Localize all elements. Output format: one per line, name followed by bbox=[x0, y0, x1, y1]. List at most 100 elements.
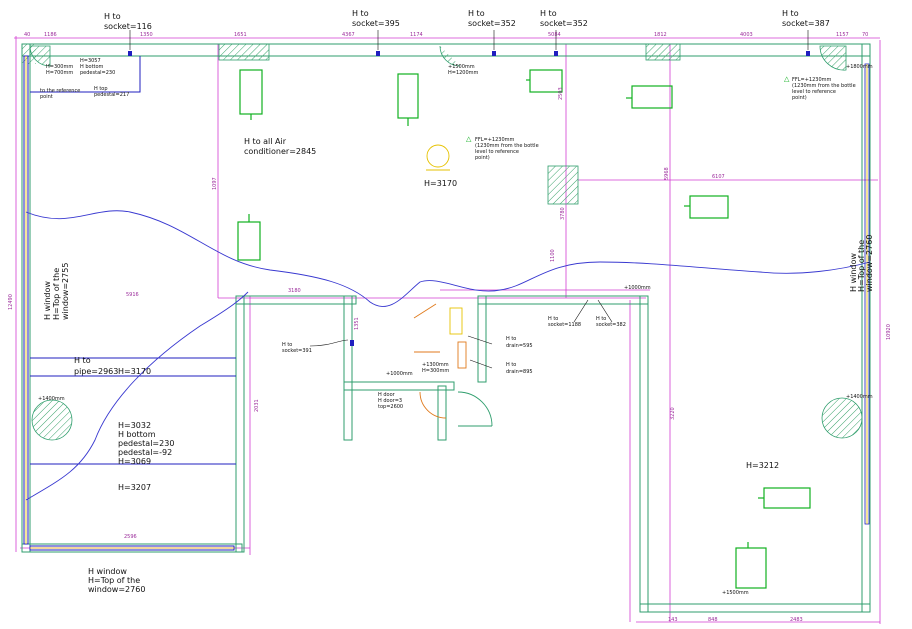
mm-tag-g: +1400mm bbox=[846, 394, 873, 400]
ac-label-line1: H to all Air bbox=[244, 137, 287, 146]
mm-tags: +1000mm +1300mm H=300mm +1500mm H=1200mm… bbox=[38, 64, 873, 596]
top-label-2-line2: socket=395 bbox=[352, 19, 400, 28]
right-window-line1: H window bbox=[849, 253, 858, 292]
mm-tag-f: +1800mm bbox=[846, 64, 873, 70]
mm-tag-g-left: +1400mm bbox=[38, 396, 65, 402]
ffl-right-line4: point) bbox=[792, 95, 807, 101]
hatched-columns bbox=[22, 43, 681, 205]
mm-tag-c: H=300mm bbox=[422, 368, 449, 374]
top-dimension-texts: 40 1186 1350 1651 4367 1174 5084 1812 40… bbox=[24, 32, 868, 38]
bottom-dimension-texts: 143 848 2483 bbox=[668, 617, 803, 623]
h-3170-center: H=3170 bbox=[424, 179, 457, 188]
door-note-line2: H door=3 bbox=[378, 398, 402, 404]
top-dim-5: 4367 bbox=[342, 32, 355, 38]
ref-line-c: H top bbox=[94, 86, 108, 92]
ffl-center-line3: level to reference bbox=[475, 149, 519, 155]
dim-1100: 1100 bbox=[550, 249, 556, 262]
walls bbox=[21, 43, 871, 613]
note-h-tag2: H=700mm bbox=[46, 70, 73, 76]
ffl-right-line2: (1230mm from the bottle bbox=[792, 83, 856, 89]
dim-1351: 1351 bbox=[354, 317, 360, 330]
top-label-5-line2: socket=387 bbox=[782, 19, 830, 28]
note-h-tag: H=300mm bbox=[46, 64, 73, 70]
top-dim-10: 1157 bbox=[836, 32, 849, 38]
note-h-bottom: H bottom bbox=[80, 64, 104, 70]
top-dim-2: 1186 bbox=[44, 32, 57, 38]
pipe-line2: pipe=2963 bbox=[74, 367, 118, 376]
drain-895-line2: drain=895 bbox=[506, 369, 533, 375]
section-cut-curve bbox=[25, 210, 871, 307]
mm-tag-a: +1000mm bbox=[386, 371, 413, 377]
ffl-center-line1: FFL=+1230mm bbox=[475, 137, 515, 143]
bottom-window-line3: window=2760 bbox=[88, 585, 145, 594]
socket-391-line2: socket=391 bbox=[282, 348, 312, 354]
socket-notes: H to socket=391 H to socket=1188 H to so… bbox=[282, 316, 626, 410]
left-top-note: H=3057 H bottom pedestal=230 H=300mm H=7… bbox=[40, 58, 129, 100]
pedestal-note: H=3032 H bottom pedestal=230 pedestal=-9… bbox=[118, 421, 174, 466]
ffl-center-line4: point) bbox=[475, 155, 490, 161]
drain-895-line1: H to bbox=[506, 362, 516, 368]
bottom-dim-3: 2483 bbox=[790, 617, 803, 623]
round-columns bbox=[29, 45, 863, 441]
ffl-right-line3: level to reference bbox=[792, 89, 836, 95]
top-label-3-line2: socket=352 bbox=[468, 19, 516, 28]
pedestal-l3: pedestal=230 bbox=[118, 439, 174, 448]
top-dim-3: 1350 bbox=[140, 32, 153, 38]
h-3212: H=3212 bbox=[746, 461, 779, 470]
bottom-dim-1: 143 bbox=[668, 617, 678, 623]
dim-3780: 3780 bbox=[560, 207, 566, 220]
pipe-label: H to pipe=2963 H=3170 bbox=[74, 356, 151, 376]
note-h3057: H=3057 bbox=[80, 58, 101, 64]
top-dim-8: 1812 bbox=[654, 32, 667, 38]
top-dim-1: 40 bbox=[24, 32, 30, 38]
socket-markers bbox=[128, 51, 810, 346]
socket-382-line2: socket=382 bbox=[596, 322, 626, 328]
ffl-triangle-icon: △ bbox=[466, 135, 472, 143]
top-label-1-line1: H to bbox=[104, 12, 121, 21]
ac-label-line2: conditioner=2845 bbox=[244, 147, 316, 156]
mm-tag-e: H=1200mm bbox=[448, 70, 479, 76]
left-window-line3: window=2755 bbox=[61, 263, 70, 320]
dim-10920: 10920 bbox=[886, 324, 892, 340]
top-label-3-line1: H to bbox=[468, 9, 485, 18]
ac-label: H to all Air conditioner=2845 bbox=[244, 137, 316, 156]
mm-tag-bottom: +1500mm bbox=[722, 590, 749, 596]
top-label-4-line2: socket=352 bbox=[540, 19, 588, 28]
pedestal-l2: H bottom bbox=[118, 430, 156, 439]
note-pedestal-230: pedestal=230 bbox=[80, 70, 115, 76]
drain-595-line2: drain=595 bbox=[506, 343, 533, 349]
dimension-lines bbox=[14, 36, 881, 624]
dim-1097: 1097 bbox=[212, 177, 218, 190]
leader-lines bbox=[129, 30, 809, 369]
dim-2503: 2503 bbox=[558, 87, 564, 100]
ref-line-a: to the reference bbox=[40, 88, 80, 94]
dim-2031: 2031 bbox=[254, 399, 260, 412]
windows bbox=[23, 55, 870, 551]
pipe-line1: H to bbox=[74, 356, 91, 365]
mm-tag-d: +1500mm bbox=[448, 64, 475, 70]
socket-1188-line1: H to bbox=[548, 316, 558, 322]
doors bbox=[413, 303, 493, 427]
ffl-center-note: △ FFL=+1230mm (1230mm from the bottle le… bbox=[466, 135, 539, 161]
right-window-label: H window H=Top of the window=2760 bbox=[849, 235, 874, 292]
pedestal-l5: H=3069 bbox=[118, 457, 151, 466]
top-dim-6: 1174 bbox=[410, 32, 423, 38]
ffl-center-line2: (1230mm from the bottle bbox=[475, 143, 539, 149]
ref-line-b: point bbox=[40, 94, 53, 100]
bottom-window-label: H window H=Top of the window=2760 bbox=[88, 567, 145, 594]
ceiling-light-icon bbox=[426, 144, 450, 171]
pipe-line3: H=3170 bbox=[118, 367, 151, 376]
top-dim-4: 1651 bbox=[234, 32, 247, 38]
door-note-line1: H door bbox=[378, 392, 396, 398]
dim-3220: 3220 bbox=[670, 407, 676, 420]
top-label-5-line1: H to bbox=[782, 9, 799, 18]
ffl-right-line1: FFL=+1230mm bbox=[792, 77, 832, 83]
socket-382-line1: H to bbox=[596, 316, 606, 322]
dim-5968: 5968 bbox=[664, 167, 670, 180]
socket-391-line1: H to bbox=[282, 342, 292, 348]
top-dim-7: 5084 bbox=[548, 32, 561, 38]
mm-tag-b: +1300mm bbox=[422, 362, 449, 368]
bottom-dim-2: 848 bbox=[708, 617, 718, 623]
left-window-label: H window H=Top of the window=2755 bbox=[43, 263, 70, 320]
